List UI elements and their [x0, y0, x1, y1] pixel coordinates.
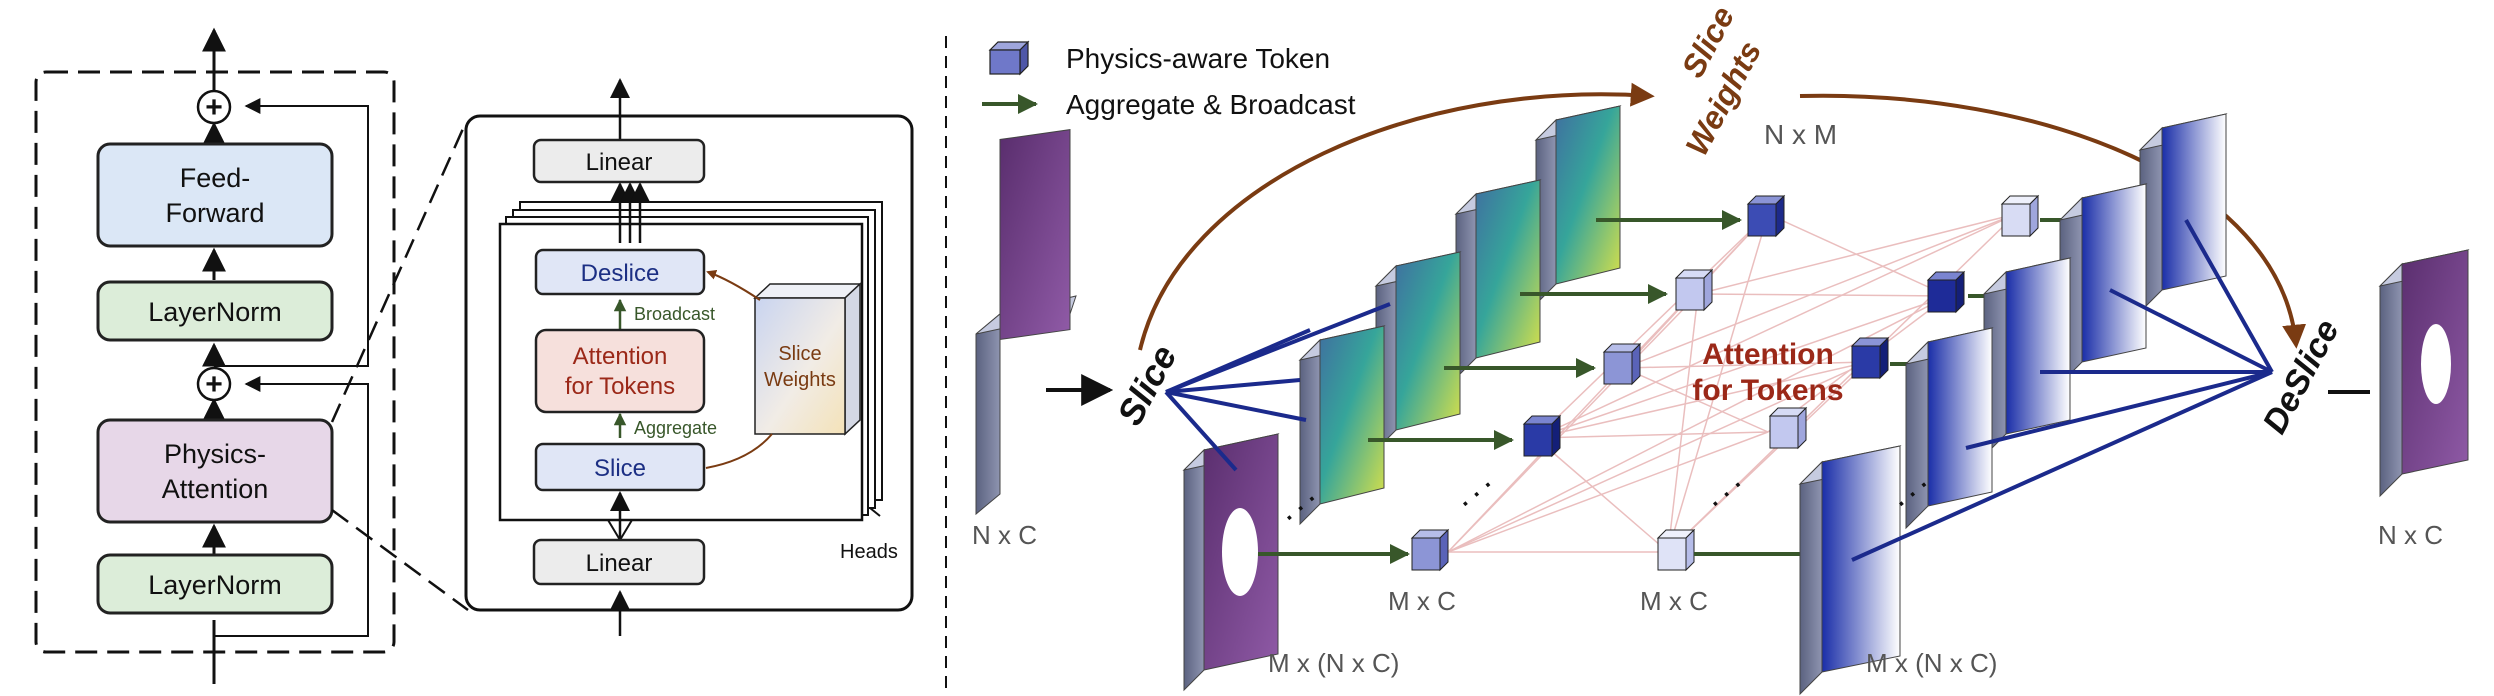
- legend-token-label: Physics-aware Token: [1066, 43, 1330, 74]
- physics-attention-label-1: Physics-: [164, 439, 266, 469]
- right-stack-dim-label: M x (N x C): [1866, 648, 1997, 678]
- token-5: [1410, 528, 1450, 572]
- heads-label: Heads: [840, 541, 898, 563]
- feed-forward-label-1: Feed-: [180, 163, 251, 193]
- main-illustration: Physics-aware Token Aggregate & Broadcas…: [972, 0, 2470, 696]
- slice-panel-4: [1298, 325, 1386, 526]
- slice-weights-label-2: Weights: [764, 369, 836, 391]
- attention-label-1: Attention: [1702, 338, 1834, 371]
- token-dim-label-1: M x C: [1388, 586, 1456, 616]
- residual-add-bottom: [196, 366, 232, 402]
- feed-forward-box: [96, 142, 334, 248]
- residual-add-top-symbol: +: [205, 91, 223, 124]
- slice-weights-arc-right: [1799, 93, 2307, 349]
- deslice-word: DeSlice: [2256, 313, 2347, 439]
- broadcast-panel-5: [1798, 445, 1902, 696]
- physics-attention-box: [96, 418, 334, 524]
- layernorm-top-box: [96, 280, 334, 342]
- output-field: [2378, 249, 2470, 498]
- broadcast-panel-4: [1904, 327, 1994, 530]
- token-4: [1522, 414, 1562, 458]
- left-stack-dim-label: M x (N x C): [1268, 648, 1399, 678]
- legend-arrow-label: Aggregate & Broadcast: [1066, 89, 1356, 120]
- token-cubes: [1410, 194, 2040, 572]
- layernorm-top-label: LayerNorm: [148, 297, 282, 327]
- middle-ellipsis-1: · · ·: [1455, 472, 1501, 517]
- feed-forward-label-2: Forward: [165, 198, 264, 228]
- slice-fan-lines: [1164, 302, 1391, 472]
- token-dim-label-2: M x C: [1640, 586, 1708, 616]
- broadcast-panel-2: [2058, 183, 2148, 386]
- legend: Physics-aware Token Aggregate & Broadcas…: [982, 40, 1356, 120]
- attention-tokens-box: [534, 328, 706, 414]
- output-dim-label: N x C: [2378, 520, 2443, 550]
- token-10: [1656, 528, 1696, 572]
- layernorm-bottom-box: [96, 553, 334, 615]
- attention-label-2: for Tokens: [1692, 374, 1843, 407]
- input-field: [975, 129, 1077, 516]
- linear-top-box: [532, 138, 706, 184]
- nxm-label: N x M: [1764, 119, 1837, 150]
- input-dim-label: N x C: [972, 520, 1037, 550]
- residual-add-bottom-symbol: +: [205, 368, 223, 401]
- attention-detail-panel: Linear Deslice Broadcast Attention for T…: [464, 78, 914, 636]
- zoom-line-top: [330, 121, 468, 423]
- slice-box: [534, 442, 706, 492]
- slice-label: Slice: [594, 455, 646, 482]
- linear-bottom-label: Linear: [586, 550, 653, 577]
- linear-bottom-box: [532, 538, 706, 586]
- attention-tokens-label-1: Attention: [573, 343, 668, 370]
- token-6: [2000, 194, 2040, 238]
- deslice-label: Deslice: [581, 260, 660, 287]
- slice-weights-label-1: Slice: [778, 343, 821, 365]
- slice-weights-arc-left: [1138, 82, 1655, 351]
- token-9: [1768, 406, 1808, 450]
- slice-weights-box: [754, 297, 846, 435]
- layernorm-bottom-label: LayerNorm: [148, 570, 282, 600]
- token-7: [1926, 270, 1966, 314]
- slice-panel-5: [1182, 433, 1280, 692]
- slice-panel-1: [1534, 105, 1622, 306]
- token-2: [1674, 268, 1714, 312]
- zoom-line-bottom: [331, 508, 469, 612]
- aggregate-arrows: [1258, 210, 1742, 564]
- physics-attention-label-2: Attention: [162, 474, 269, 504]
- linear-top-label: Linear: [586, 149, 653, 176]
- slice-word: Slice: [1109, 338, 1185, 431]
- broadcast-panel-1: [2138, 113, 2228, 314]
- token-3: [1602, 342, 1642, 386]
- slice-panel-2: [1454, 179, 1542, 380]
- token-1: [1746, 194, 1786, 238]
- residual-add-top: [196, 89, 232, 125]
- broadcast-label: Broadcast: [634, 304, 715, 324]
- token-8: [1850, 336, 1890, 380]
- transformer-block: + + Feed- Forward LayerNorm Physics- Att…: [34, 27, 396, 684]
- attention-tokens-label-2: for Tokens: [565, 373, 675, 400]
- deslice-fan-lines: [1851, 219, 2274, 562]
- slice-panel-3: [1374, 251, 1462, 452]
- deslice-box: [534, 248, 706, 296]
- aggregate-label: Aggregate: [634, 418, 717, 438]
